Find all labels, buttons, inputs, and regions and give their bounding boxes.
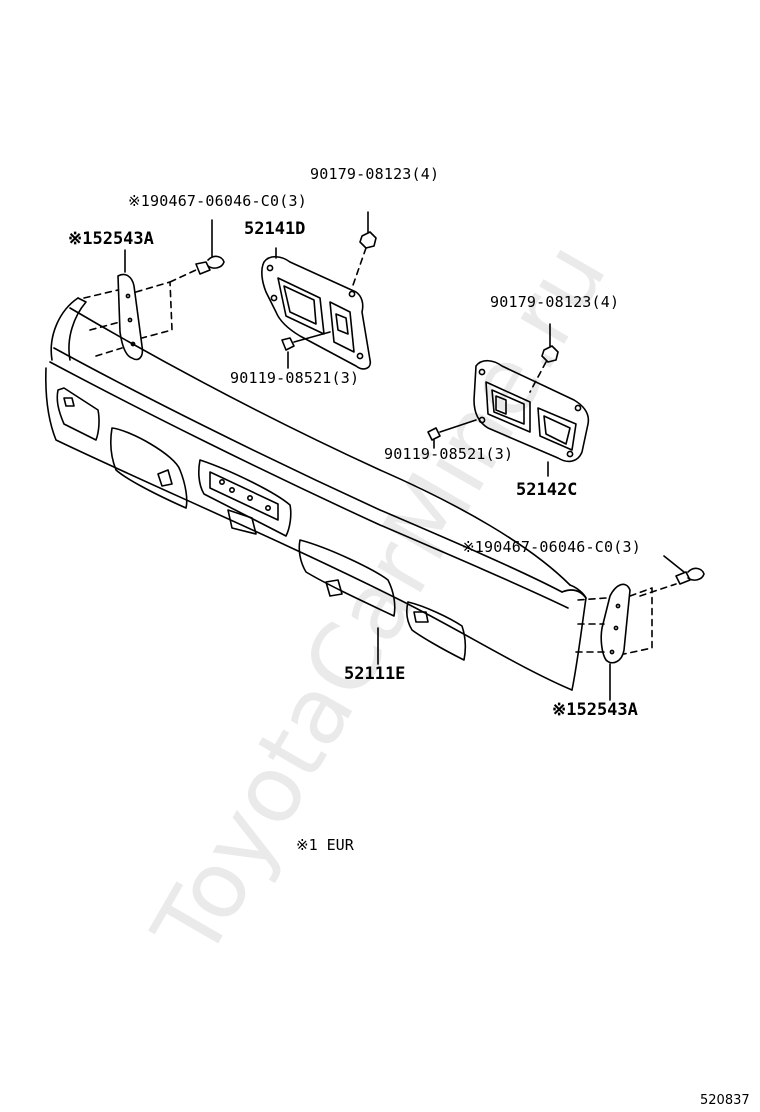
label-bolt-right: 90119-08521(3) <box>384 445 514 463</box>
right-bracket <box>427 323 590 477</box>
left-bracket <box>261 211 377 370</box>
label-pad-left: ※152543A <box>68 229 154 249</box>
left-bumper-pad <box>83 249 173 361</box>
front-bumper-bar <box>45 297 587 691</box>
right-bumper-pad <box>575 583 653 701</box>
label-bracket-right: 52142C <box>516 480 578 500</box>
figure-number: 520837 <box>700 1093 750 1108</box>
left-clip <box>169 219 225 283</box>
label-clip-right: ※190467-06046-C0(3) <box>462 538 641 556</box>
label-nut-left: 90179-08123(4) <box>310 165 440 183</box>
right-clip <box>639 555 705 597</box>
label-bracket-left: 52141D <box>244 219 306 239</box>
footnote-region: ※1 EUR <box>296 836 354 854</box>
label-bolt-left: 90119-08521(3) <box>230 369 360 387</box>
label-nut-right: 90179-08123(4) <box>490 293 620 311</box>
label-clip-left: ※190467-06046-C0(3) <box>128 192 307 210</box>
label-bumper: 52111E <box>344 664 406 684</box>
label-pad-right: ※152543A <box>552 700 638 720</box>
